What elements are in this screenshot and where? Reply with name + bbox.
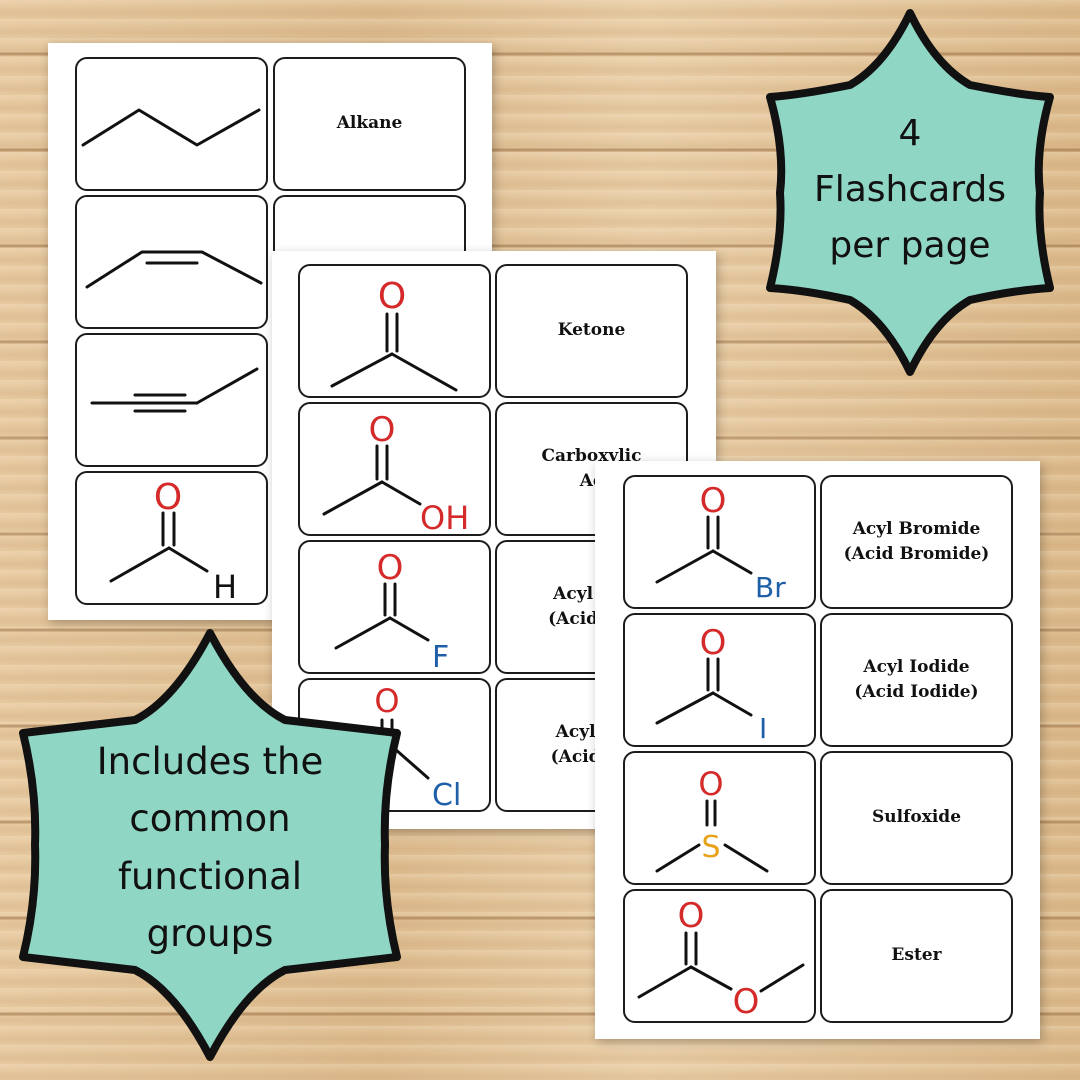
acyl-fluoride-structure-drawing: O F xyxy=(334,548,449,675)
card-acyl-bromide-structure: O Br xyxy=(623,475,816,609)
iodine-atom: I xyxy=(759,712,767,745)
acyl-iodide-label-line1: Acyl Iodide xyxy=(863,656,970,677)
carboxylic-hydroxyl-group: OH xyxy=(420,499,469,537)
acyl-iodide-oxygen-atom: O xyxy=(700,623,727,663)
flashcards-per-page-badge xyxy=(766,9,1054,376)
badge-count: 4 xyxy=(898,113,922,155)
card-alkane-label: Alkane xyxy=(273,57,466,191)
acyl-fluoride-oxygen-atom: O xyxy=(377,548,404,588)
alkane-label: Alkane xyxy=(336,113,403,134)
alkyne-structure-drawing xyxy=(90,367,259,413)
acyl-bromide-label-line1: Acyl Bromide xyxy=(852,518,981,539)
acyl-iodide-label-line2: (Acid Iodide) xyxy=(854,682,979,702)
card-alkene-structure xyxy=(75,195,268,329)
ester-carbonyl-oxygen-atom: O xyxy=(678,896,705,936)
includes-groups-badge xyxy=(19,629,401,1061)
badge-functional: functional xyxy=(117,854,303,898)
badge-groups: groups xyxy=(146,911,274,955)
card-sulfoxide-label: Sulfoxide xyxy=(820,751,1013,885)
card-acyl-bromide-label: Acyl Bromide (Acid Bromide) xyxy=(820,475,1013,609)
card-ester-label: Ester xyxy=(820,889,1013,1023)
acyl-chloride-oxygen-atom: O xyxy=(374,682,399,720)
badge-flashcards: Flashcards xyxy=(814,169,1006,211)
acyl-bromide-label-line2: (Acid Bromide) xyxy=(843,544,990,564)
fluorine-atom: F xyxy=(432,640,449,675)
card-aldehyde-structure: O H xyxy=(75,471,268,606)
card-ester-structure: O O xyxy=(623,889,816,1023)
alkene-structure-drawing xyxy=(85,250,263,289)
badge-per-page: per page xyxy=(829,224,991,266)
ester-structure-drawing: O O xyxy=(637,896,805,1022)
card-alkyne-structure xyxy=(75,333,268,467)
card-acyl-fluoride-structure: O F xyxy=(298,540,491,675)
card-ketone-structure: O xyxy=(298,264,491,398)
ester-ether-oxygen-atom: O xyxy=(733,982,760,1022)
alkane-structure-drawing xyxy=(81,108,261,147)
acyl-chloride-structure-drawing: O Cl xyxy=(374,682,461,813)
card-acyl-iodide-label: Acyl Iodide (Acid Iodide) xyxy=(820,613,1013,747)
sulfoxide-oxygen-atom: O xyxy=(698,765,723,803)
carboxylic-oxygen-atom: O xyxy=(369,410,396,450)
sulfoxide-label: Sulfoxide xyxy=(871,807,962,828)
card-alkane-structure xyxy=(75,57,268,191)
card-sulfoxide-structure: O S xyxy=(623,751,816,885)
acyl-bromide-structure-drawing: O Br xyxy=(655,481,786,604)
carboxylic-label-line1: Carboxylic xyxy=(541,445,642,466)
flashcards-per-page-text: 4 Flashcards per page xyxy=(775,100,1045,280)
card-carboxylic-structure: O OH xyxy=(298,402,491,537)
badge-common: common xyxy=(129,797,291,841)
acyl-iodide-structure-drawing: O I xyxy=(655,623,767,745)
badge-includes-the: Includes the xyxy=(96,739,324,783)
aldehyde-structure-drawing: O H xyxy=(109,477,237,606)
ketone-structure-drawing: O xyxy=(330,276,458,392)
card-ketone-label: Ketone xyxy=(495,264,688,398)
chlorine-atom: Cl xyxy=(432,778,461,813)
ester-label: Ester xyxy=(891,945,942,966)
acyl-bromide-oxygen-atom: O xyxy=(700,481,727,521)
ketone-label: Ketone xyxy=(557,320,626,341)
card-acyl-iodide-structure: O I xyxy=(623,613,816,747)
flashcard-sheet-3: O Br Acyl Bromide (Acid Bromide) O I Acy… xyxy=(595,461,1040,1039)
sulfoxide-structure-drawing: O S xyxy=(655,765,769,873)
bromine-atom: Br xyxy=(755,571,786,604)
includes-groups-text: Includes the common functional groups xyxy=(40,730,380,965)
aldehyde-hydrogen-atom: H xyxy=(213,568,237,606)
aldehyde-oxygen-atom: O xyxy=(154,477,182,518)
sulfur-atom: S xyxy=(701,830,720,865)
carboxylic-structure-drawing: O OH xyxy=(322,410,469,537)
ketone-oxygen-atom: O xyxy=(378,276,406,317)
